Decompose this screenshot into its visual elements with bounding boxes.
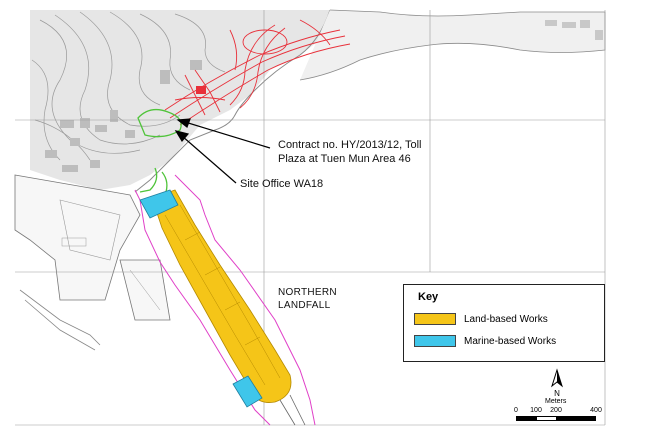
contract-label-line1: Contract no. HY/2013/12, Toll [278, 139, 422, 151]
marine-based-works-south [232, 375, 263, 408]
contract-label-line2: Plaza at Tuen Mun Area 46 [278, 153, 411, 165]
coastline-east [299, 9, 606, 81]
key-item-land-label: Land-based Works [464, 313, 548, 325]
key-item-land: Land-based Works [414, 312, 548, 326]
scale-tick-0: 0 [514, 407, 518, 414]
toll-plaza-marker [196, 86, 206, 94]
scale-tick-200: 200 [550, 407, 562, 414]
reclamation-area [14, 174, 171, 351]
key-title: Key [418, 291, 439, 303]
land-based-works [151, 189, 292, 403]
landfall-line1: NORTHERN [278, 287, 337, 298]
annotation-arrows [174, 118, 271, 184]
land-works-linework [164, 204, 281, 386]
scale-tick-100: 100 [530, 407, 542, 414]
causeway-road [279, 394, 306, 426]
grid-lines [15, 10, 606, 426]
north-label: N [554, 389, 560, 398]
scale-unit-label: Meters [545, 398, 567, 405]
key-item-marine: Marine-based Works [414, 334, 556, 348]
marine-based-works-north [139, 189, 179, 219]
scale-tick-400: 400 [590, 407, 602, 414]
key-item-marine-label: Marine-based Works [464, 335, 557, 347]
landfall-line2: LANDFALL [278, 300, 331, 311]
scale-bar [516, 416, 596, 421]
marine-works-swatch [414, 335, 456, 347]
contract-label: Contract no. HY/2013/12, Toll Plaza at T… [278, 138, 448, 166]
map-key: Key Land-based Works Marine-based Works [403, 284, 605, 362]
land-works-swatch [414, 313, 456, 325]
east-buildings [545, 20, 603, 40]
site-office-label: Site Office WA18 [240, 178, 324, 190]
north-arrow-icon: N [551, 368, 563, 398]
road-network [164, 19, 351, 126]
northern-landfall-label: NORTHERN LANDFALL [278, 286, 337, 312]
